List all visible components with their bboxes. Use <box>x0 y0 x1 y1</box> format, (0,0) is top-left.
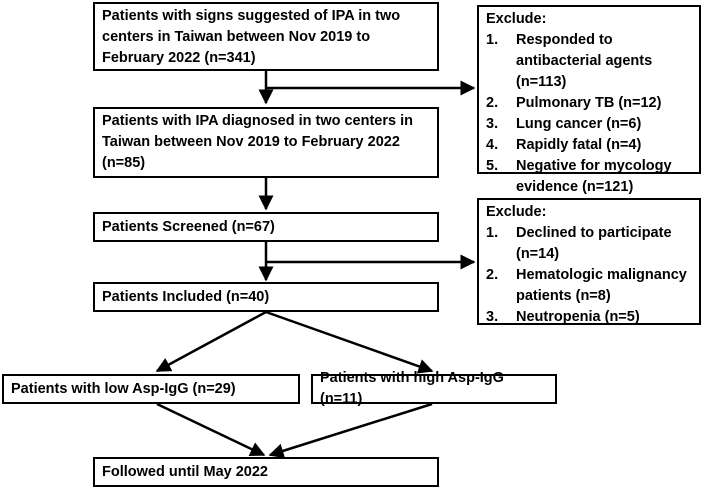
step4-text: Patients Included (n=40) <box>102 288 270 305</box>
exclude1-item-num: 2. <box>486 95 499 111</box>
exclude1-item: 3. Lung cancer (n=6) <box>486 114 692 135</box>
step2-text: Patients with IPA diagnosed in two cente… <box>102 113 413 171</box>
arrow-step4-to-low <box>155 310 267 373</box>
exclude2-item-num: 3. <box>486 309 499 325</box>
step2-ipa-diagnosed-box: Patients with IPA diagnosed in two cente… <box>93 107 439 178</box>
exclude1-list: 1. Responded to antibacterial agents (n=1… <box>486 30 692 198</box>
arrow-high-to-final <box>268 402 433 459</box>
exclude2-list: 1. Declined to participate (n=14) 2. Hemat… <box>486 223 692 328</box>
exclude2-item: 2. Hematologic malignancy patients (n=8) <box>486 265 692 307</box>
arrow-step4-to-high <box>265 310 434 374</box>
exclude2-box: Exclude: 1. Declined to participate (n=14… <box>477 198 701 325</box>
step1-signs-suggested-box: Patients with signs suggested of IPA in … <box>93 2 439 71</box>
exclude1-item: 1. Responded to antibacterial agents (n=1… <box>486 30 692 93</box>
exclude1-item-text: Lung cancer (n=6) <box>516 116 642 132</box>
exclude2-item: 3. Neutropenia (n=5) <box>486 307 692 328</box>
step3-screened-box: Patients Screened (n=67) <box>93 212 439 242</box>
exclude1-item: 4. Rapidly fatal (n=4) <box>486 135 692 156</box>
step3-text: Patients Screened (n=67) <box>102 218 275 235</box>
exclude1-item-text: Negative for mycology evidence (n=121) <box>516 158 672 195</box>
step1-text: Patients with signs suggested of IPA in … <box>102 8 401 66</box>
exclude2-title: Exclude: <box>486 204 547 220</box>
exclude2-item-num: 1. <box>486 225 499 241</box>
exclude2-item-text: Neutropenia (n=5) <box>516 309 640 325</box>
exclude1-item-num: 1. <box>486 32 499 48</box>
exclude1-item-num: 3. <box>486 116 499 132</box>
exclude1-item: 5. Negative for mycology evidence (n=121) <box>486 156 692 198</box>
high-asp-igg-box: Patients with high Asp-IgG (n=11) <box>311 370 557 407</box>
exclude1-item-num: 5. <box>486 158 499 174</box>
exclude2-item-text: Declined to participate (n=14) <box>516 225 672 262</box>
exclude1-item-text: Pulmonary TB (n=12) <box>516 95 662 111</box>
arrow-low-to-final <box>156 402 266 457</box>
exclude1-box: Exclude: 1. Responded to antibacterial ag… <box>477 5 701 195</box>
exclude1-item: 2. Pulmonary TB (n=12) <box>486 93 692 114</box>
exclude1-item-num: 4. <box>486 137 499 153</box>
exclude2-item: 1. Declined to participate (n=14) <box>486 223 692 265</box>
exclude2-item-num: 2. <box>486 267 499 283</box>
step4-included-box: Patients Included (n=40) <box>93 282 439 312</box>
exclude2-item-text: Hematologic malignancy patients (n=8) <box>516 267 687 304</box>
low-asp-igg-box: Patients with low Asp-IgG (n=29) <box>2 374 300 404</box>
exclude1-title: Exclude: <box>486 11 547 27</box>
exclude1-item-text: Responded to antibacterial agents (n=113… <box>516 32 653 90</box>
followed-text: Followed until May 2022 <box>102 463 268 480</box>
high-asp-igg-text: Patients with high Asp-IgG (n=11) <box>320 370 504 407</box>
followed-box: Followed until May 2022 <box>93 457 439 487</box>
low-asp-igg-text: Patients with low Asp-IgG (n=29) <box>11 380 236 397</box>
exclude1-item-text: Rapidly fatal (n=4) <box>516 137 642 153</box>
